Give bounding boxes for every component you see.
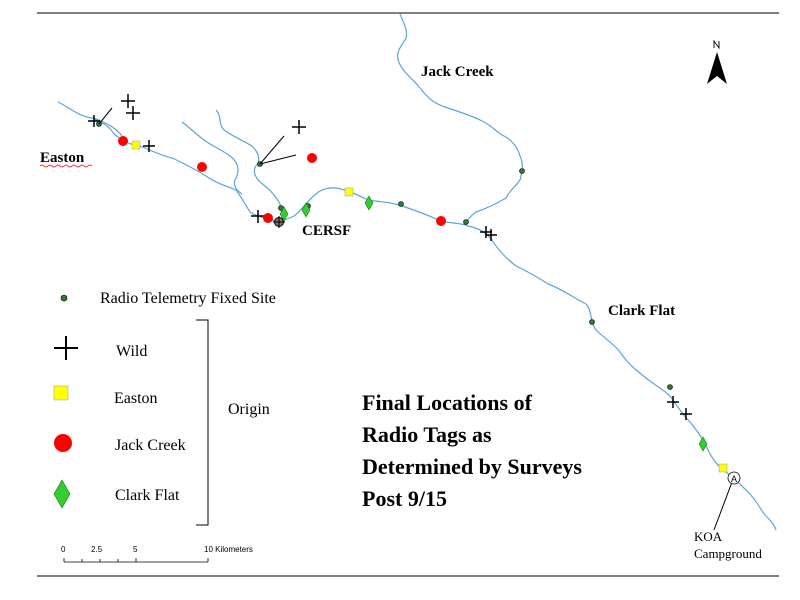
leader-line xyxy=(259,154,297,165)
legend-wild-symbol xyxy=(54,336,78,360)
wild-tag-marker[interactable] xyxy=(126,106,140,120)
jack-creek-tag-marker[interactable] xyxy=(263,213,273,223)
legend-clark-flat-label: Clark Flat xyxy=(115,487,180,504)
jack-creek-tag-marker[interactable] xyxy=(118,136,128,146)
fixed-site-marker[interactable] xyxy=(463,219,469,225)
wild-tag-marker[interactable] xyxy=(88,115,100,127)
koa-campground-symbol[interactable]: A xyxy=(727,471,741,485)
leader-line xyxy=(259,135,285,165)
legend-easton-label: Easton xyxy=(114,390,158,407)
place-label-jack-creek: Jack Creek xyxy=(421,64,494,80)
main-river xyxy=(57,101,777,531)
clark-flat-tag-marker[interactable] xyxy=(301,202,311,218)
wild-tag-marker[interactable] xyxy=(680,408,692,420)
legend-origin-bracket xyxy=(196,319,209,526)
jack-creek-tag-marker[interactable] xyxy=(436,216,446,226)
spellcheck-underline xyxy=(39,164,93,168)
north-arrow-head xyxy=(707,52,727,84)
koa-symbol-circle xyxy=(727,471,741,485)
easton-tag-marker[interactable] xyxy=(131,140,141,150)
legend-fixed-site-symbol xyxy=(60,294,68,302)
clark-flat-tags xyxy=(279,195,708,452)
map-title: Final Locations of Radio Tags as Determi… xyxy=(362,390,582,511)
title-line-4: Post 9/15 xyxy=(362,486,447,511)
legend-wild-label: Wild xyxy=(116,343,147,360)
easton-tag-marker[interactable] xyxy=(718,463,728,473)
legend-easton-symbol xyxy=(53,385,69,401)
wild-tag-marker[interactable] xyxy=(292,120,306,134)
legend: Radio Telemetry Fixed Site Wild Easton J… xyxy=(53,290,276,526)
easton-tag-marker[interactable] xyxy=(344,187,354,197)
leader-lines xyxy=(98,107,733,531)
scale-bar-label-10: 10 Kilometers xyxy=(204,545,253,554)
cersf-site-cross xyxy=(273,216,285,228)
leader-line xyxy=(98,107,113,125)
jack-creek-tag-marker[interactable] xyxy=(197,162,207,172)
wild-tag-marker[interactable] xyxy=(485,229,497,241)
place-label-easton: Easton xyxy=(40,150,85,166)
koa-symbol-letter: A xyxy=(731,474,737,484)
fixed-sites xyxy=(96,121,673,390)
jack-creek-tributary xyxy=(397,13,523,223)
leader-line xyxy=(713,481,733,531)
wild-tag-marker[interactable] xyxy=(121,94,135,108)
wild-tag-marker[interactable] xyxy=(480,226,492,238)
title-line-1: Final Locations of xyxy=(362,390,533,415)
north-arrow-n-letter xyxy=(713,39,720,50)
clark-flat-tag-marker[interactable] xyxy=(364,195,374,211)
fixed-site-marker[interactable] xyxy=(589,319,595,325)
place-label-koa-line1: KOA xyxy=(694,529,723,544)
wild-tags xyxy=(88,94,692,420)
clark-flat-tag-marker[interactable] xyxy=(698,436,708,452)
cersf-site-symbol[interactable] xyxy=(273,216,285,228)
scale-bar-label-0: 0 xyxy=(61,545,66,554)
clark-flat-tag-marker[interactable] xyxy=(279,206,289,222)
easton-tags xyxy=(131,140,728,473)
place-label-koa-line2: Campground xyxy=(694,546,762,561)
easton-tributary xyxy=(93,117,123,137)
scale-bar-label-2-5: 2.5 xyxy=(91,545,103,554)
fixed-site-marker[interactable] xyxy=(667,384,673,390)
place-label-clark-flat: Clark Flat xyxy=(608,303,675,319)
legend-clark-flat-symbol xyxy=(53,479,71,509)
cersf-tributary-west xyxy=(181,121,243,195)
title-line-2: Radio Tags as xyxy=(362,422,492,447)
wild-tag-marker[interactable] xyxy=(143,140,155,152)
cersf-tributary-north xyxy=(215,109,283,221)
jack-creek-tags xyxy=(118,136,446,226)
fixed-site-marker[interactable] xyxy=(519,168,525,174)
legend-jack-creek-symbol xyxy=(54,434,72,452)
scale-bar xyxy=(63,558,209,563)
title-line-3: Determined by Surveys xyxy=(362,454,582,479)
fixed-site-marker[interactable] xyxy=(398,201,404,207)
scale-bar-label-5: 5 xyxy=(133,545,138,554)
legend-origin-label: Origin xyxy=(228,401,270,418)
north-arrow-icon xyxy=(707,39,727,84)
wild-tag-marker[interactable] xyxy=(251,210,264,223)
wild-tag-marker[interactable] xyxy=(667,396,679,408)
place-label-cersf: CERSF xyxy=(302,223,351,239)
legend-jack-creek-label: Jack Creek xyxy=(115,437,186,454)
legend-fixed-site-label: Radio Telemetry Fixed Site xyxy=(100,290,276,307)
jack-creek-tag-marker[interactable] xyxy=(307,153,317,163)
